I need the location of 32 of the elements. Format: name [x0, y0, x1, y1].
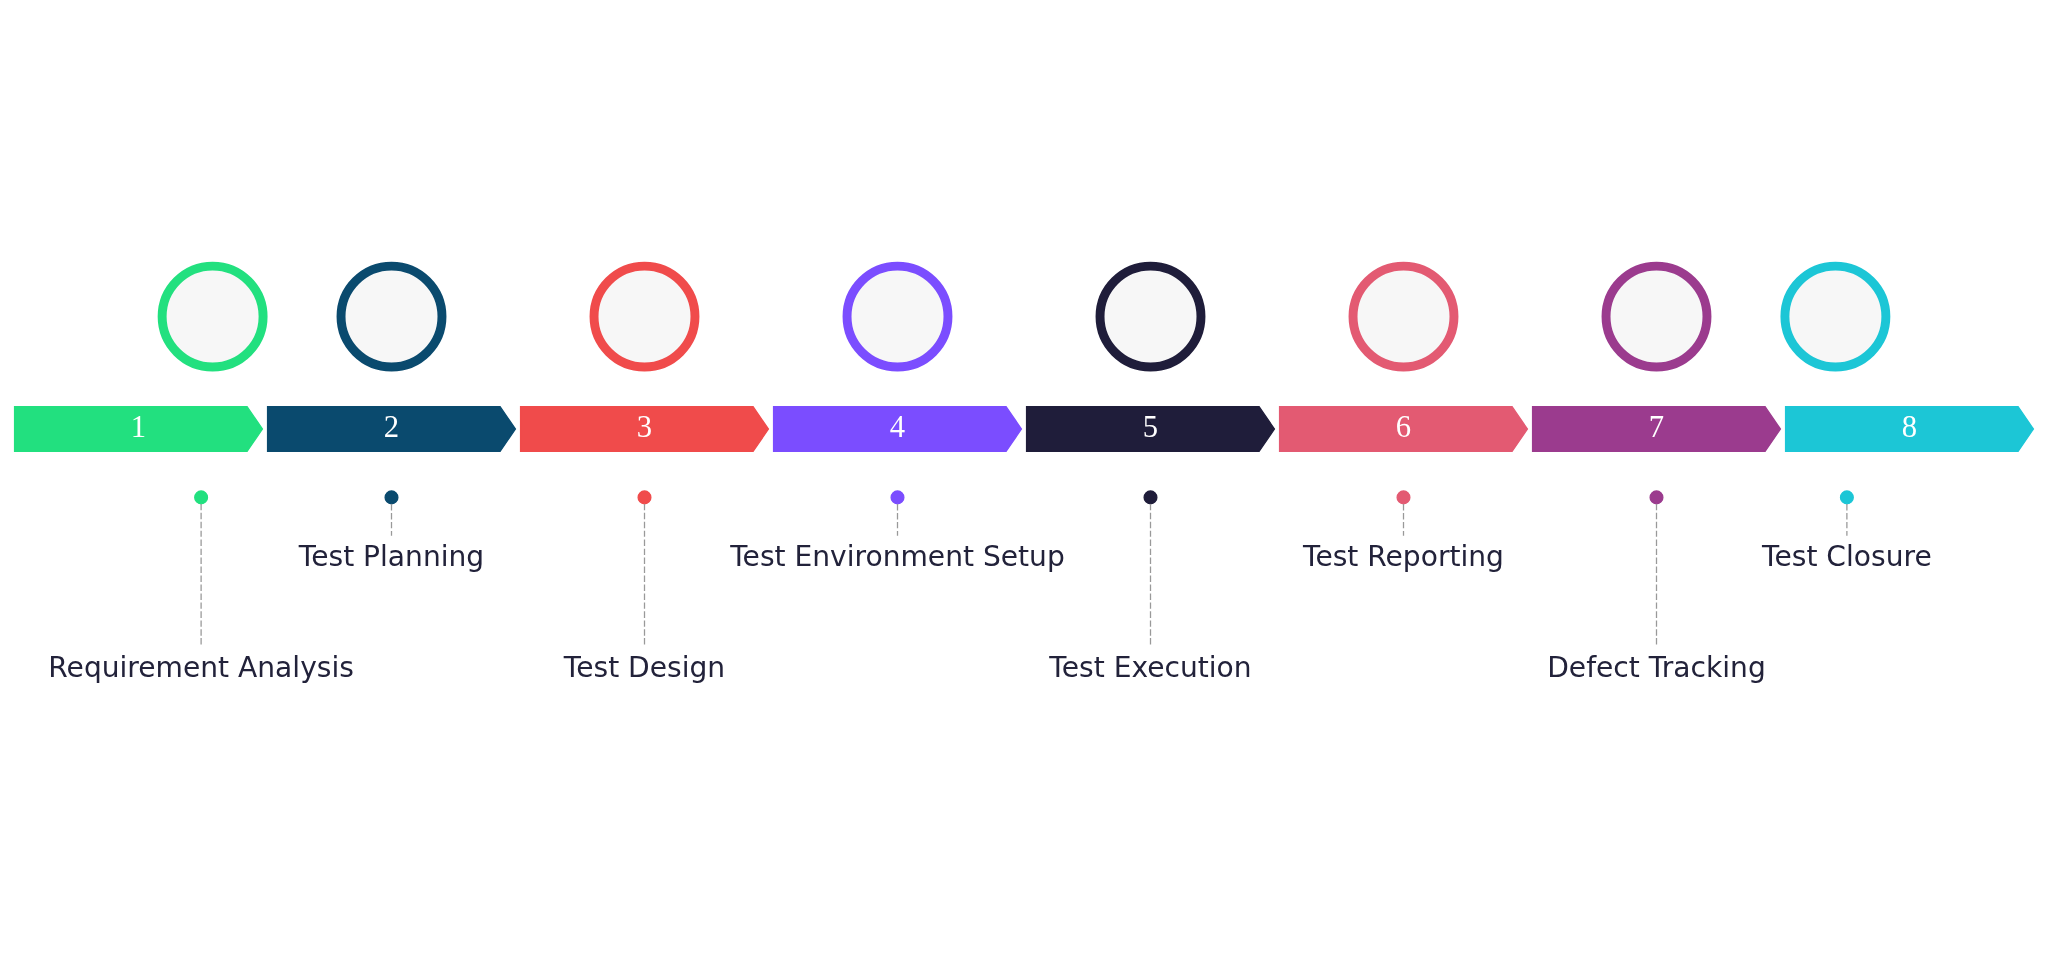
node-text: Defect Tracking	[1547, 651, 1766, 685]
node-circle	[157, 261, 268, 372]
connector	[1846, 503, 1848, 537]
node-circle	[336, 261, 447, 372]
node-circle	[1396, 490, 1411, 505]
node-circle	[637, 490, 652, 505]
node-text: Requirement Analysis	[48, 651, 354, 685]
connector	[1149, 503, 1152, 647]
connector	[390, 503, 393, 537]
connector	[643, 503, 646, 647]
node-circle	[1601, 261, 1712, 372]
node-text: Test Reporting	[1303, 539, 1504, 573]
node-text: Test Design	[563, 651, 726, 685]
node-circle	[194, 490, 209, 505]
connector	[1402, 503, 1405, 537]
node-circle	[384, 490, 399, 505]
node-circle	[1649, 490, 1664, 505]
node-circle	[1095, 261, 1206, 372]
node-circle	[589, 261, 700, 372]
node-circle	[1143, 490, 1158, 505]
node-circle	[1839, 490, 1854, 505]
node-circle	[1780, 261, 1891, 372]
node-circle	[1348, 261, 1459, 372]
node-text: Test Planning	[298, 539, 485, 573]
node-text: Test Closure	[1762, 539, 1932, 573]
connector	[200, 503, 202, 647]
node-text: Test Environment Setup	[730, 539, 1065, 573]
node-text: Test Execution	[1049, 651, 1252, 685]
node-circle	[890, 490, 905, 505]
node-circle	[842, 261, 953, 372]
connector	[896, 503, 899, 537]
connector	[1655, 503, 1658, 647]
